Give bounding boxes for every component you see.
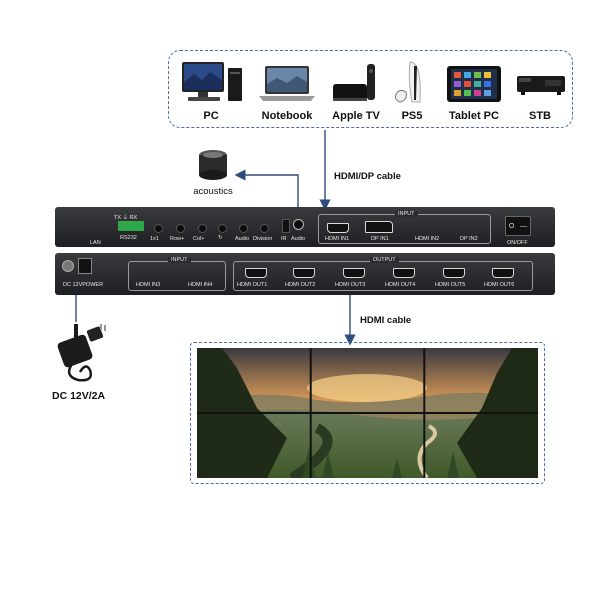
audio-jack-label: Audio bbox=[291, 236, 306, 242]
button-audio-label: Audio bbox=[235, 236, 250, 242]
hdmi-out3-port bbox=[343, 268, 365, 278]
button-reset[interactable] bbox=[218, 224, 227, 233]
lan-label: LAN bbox=[90, 240, 101, 246]
button-division-label: Division bbox=[253, 236, 273, 242]
apple-tv-icon bbox=[333, 64, 375, 101]
hdmi-out3-label: HDMI OUT3 bbox=[335, 282, 366, 288]
hdmi-out5-label: HDMI OUT5 bbox=[435, 282, 466, 288]
speaker-icon bbox=[199, 150, 227, 180]
acoustics-label: acoustics bbox=[193, 186, 233, 197]
dp-in1-label: DP IN1 bbox=[371, 236, 389, 242]
hdmi-out6-label: HDMI OUT6 bbox=[484, 282, 515, 288]
dp-in2-label: DP IN2 bbox=[460, 236, 478, 242]
source-label-apple-tv: Apple TV bbox=[332, 110, 380, 122]
pc-icon bbox=[182, 62, 242, 101]
dc-power-port bbox=[78, 258, 92, 274]
rs232-label: RS232 bbox=[120, 235, 137, 241]
power-switch[interactable]: O — bbox=[505, 216, 531, 236]
back-output-title: OUTPUT bbox=[370, 257, 399, 263]
hdmi-in3-label: HDMI IN3 bbox=[136, 282, 161, 288]
switch-off-symbol: O bbox=[508, 222, 515, 230]
button-row-plus-label: Row+ bbox=[170, 236, 185, 242]
hdmi-in2-label: HDMI IN2 bbox=[415, 236, 440, 242]
button-audio[interactable] bbox=[239, 224, 248, 233]
hdmi-out4-label: HDMI OUT4 bbox=[385, 282, 416, 288]
hdmi-out4-port bbox=[393, 268, 415, 278]
back-input-title: INPUT bbox=[168, 257, 191, 263]
hdmi-in1-label: HDMI IN1 bbox=[325, 236, 350, 242]
rs232-pins-label: TX ⏚ RX bbox=[114, 215, 138, 221]
ir-sensor bbox=[282, 219, 290, 233]
source-label-ps5: PS5 bbox=[401, 110, 423, 122]
power-spec-label: DC 12V/2A bbox=[52, 390, 106, 402]
hdmi-out2-label: HDMI OUT2 bbox=[285, 282, 316, 288]
source-label-stb: STB bbox=[529, 110, 551, 122]
stb-icon bbox=[517, 76, 565, 95]
rs232-port bbox=[118, 221, 144, 231]
button-col-plus-label: Col+ bbox=[193, 236, 205, 242]
dp-in1-port bbox=[365, 221, 393, 233]
source-label-pc: PC bbox=[203, 110, 219, 122]
ps5-icon bbox=[395, 61, 421, 103]
front-input-title: INPUT bbox=[395, 211, 418, 217]
hdmi-out6-port bbox=[492, 268, 514, 278]
tablet-pc-icon bbox=[447, 66, 501, 102]
dc-power-label: DC 12VPOWER bbox=[63, 282, 104, 288]
source-label-tablet-pc: Tablet PC bbox=[449, 110, 499, 122]
hdmi-out1-port bbox=[245, 268, 267, 278]
hdmi-out2-port bbox=[293, 268, 315, 278]
source-devices-frame bbox=[168, 50, 573, 128]
ground-screw-icon bbox=[62, 260, 74, 272]
hdmi-out1-label: HDMI OUT1 bbox=[237, 282, 268, 288]
source-cable-label: HDMI/DP cable bbox=[334, 171, 401, 182]
button-1x1[interactable] bbox=[154, 224, 163, 233]
button-1x1-label: 1x1 bbox=[150, 236, 159, 242]
display-cable-label: HDMI cable bbox=[360, 315, 412, 326]
notebook-icon bbox=[259, 66, 315, 101]
hdmi-out5-port bbox=[443, 268, 465, 278]
ir-label: IR bbox=[281, 236, 287, 242]
reset-icon: ↻ bbox=[218, 235, 223, 241]
audio-out-jack bbox=[293, 219, 304, 230]
button-division[interactable] bbox=[260, 224, 269, 233]
button-row-plus[interactable] bbox=[176, 224, 185, 233]
source-label-notebook: Notebook bbox=[261, 110, 313, 122]
switch-on-symbol: — bbox=[520, 222, 528, 230]
onoff-label: ON/OFF bbox=[507, 240, 528, 246]
button-col-plus[interactable] bbox=[198, 224, 207, 233]
hdmi-in1-port bbox=[327, 223, 349, 233]
video-wall-image bbox=[197, 348, 538, 478]
audio-cable-arrow bbox=[234, 169, 299, 220]
power-adapter-icon bbox=[57, 324, 106, 382]
video-wall-frame bbox=[190, 342, 545, 484]
hdmi-in4-label: HDMI IN4 bbox=[188, 282, 213, 288]
